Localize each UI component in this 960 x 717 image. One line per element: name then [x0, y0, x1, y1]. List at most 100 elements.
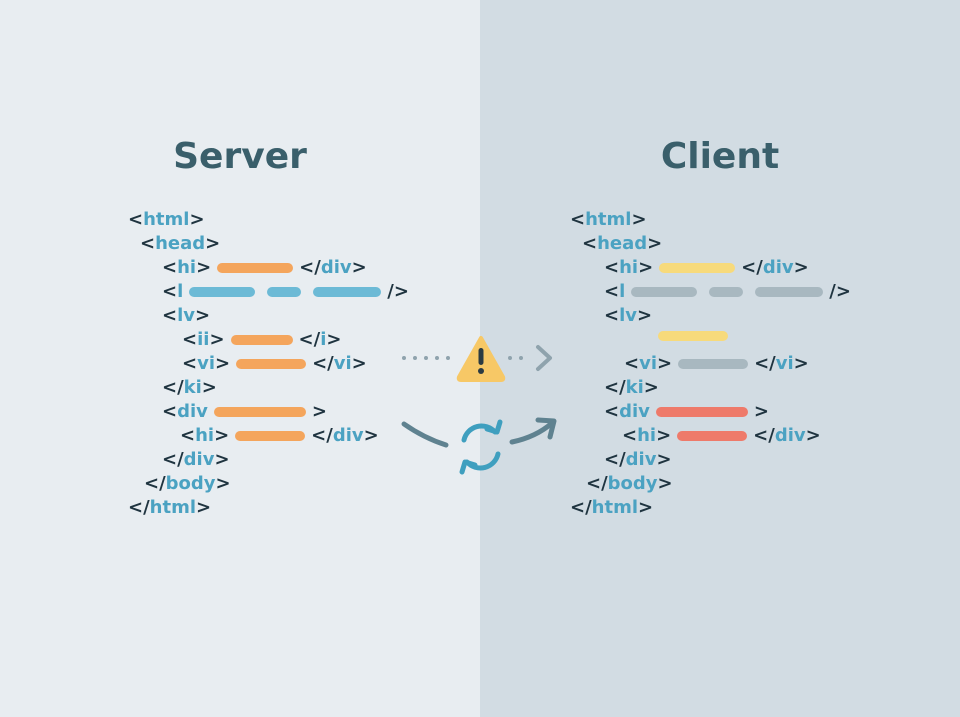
tag-bracket: </	[741, 257, 763, 278]
client-title: Client	[660, 136, 780, 177]
server-code-line: <div>	[162, 400, 327, 424]
tag-bracket: <	[624, 353, 640, 374]
placeholder-bar	[659, 263, 736, 273]
tag-name: div	[332, 425, 364, 446]
tag-bracket: >	[351, 353, 367, 374]
tag-bracket: >	[214, 449, 230, 470]
tag-bracket: >	[214, 425, 230, 446]
tag-name: ki	[183, 377, 202, 398]
placeholder-bar	[655, 407, 748, 417]
tag-name: div	[619, 401, 650, 422]
tag-bracket: <	[622, 425, 638, 446]
client-code-line: <div>	[604, 400, 769, 424]
tag-bracket: <	[162, 257, 178, 278]
tag-bracket: </	[162, 377, 184, 398]
tag-bracket: </	[162, 449, 184, 470]
tag-name: vi	[197, 353, 215, 374]
tag-bracket: </	[604, 377, 626, 398]
client-code-line: <html>	[570, 208, 647, 232]
tag-bracket: >	[196, 497, 212, 518]
tag-name: ki	[625, 377, 644, 398]
tag-bracket: <	[162, 281, 178, 302]
tag-name: i	[320, 329, 327, 350]
tag-bracket: <	[570, 209, 586, 230]
tag-bracket: >	[326, 329, 342, 350]
tag-bracket: <	[604, 257, 620, 278]
server-code-line: </html>	[128, 496, 211, 520]
server-code-line: </div>	[162, 448, 230, 472]
tag-bracket: >	[638, 257, 654, 278]
placeholder-bar	[709, 287, 744, 297]
tag-bracket: <	[128, 209, 144, 230]
client-code-line: <hi></div>	[622, 424, 821, 448]
placeholder-bar	[213, 407, 306, 417]
server-code-line: <l/>	[162, 280, 409, 304]
placeholder-bar	[631, 287, 698, 297]
server-code-line: <ii></i>	[182, 328, 341, 352]
tag-bracket: <	[180, 425, 196, 446]
tag-bracket: >	[201, 377, 217, 398]
tag-name: html	[591, 497, 639, 518]
tag-name: ii	[197, 329, 210, 350]
tag-name: hi	[637, 425, 657, 446]
tag-bracket: <	[140, 233, 156, 254]
tag-name: div	[183, 449, 215, 470]
tag-bracket: </	[586, 473, 608, 494]
server-code-line: <vi></vi>	[182, 352, 367, 376]
tag-bracket: </	[128, 497, 150, 518]
tag-name: head	[597, 233, 648, 254]
client-code-line: </ki>	[604, 376, 659, 400]
tag-bracket: </	[312, 353, 334, 374]
curved-arrow-right	[509, 417, 557, 445]
tag-name: l	[619, 281, 626, 302]
tag-bracket: >	[647, 233, 663, 254]
placeholder-bar	[267, 287, 302, 297]
tag-name: vi	[639, 353, 657, 374]
tag-bracket: <	[162, 305, 178, 326]
client-code-line: <head>	[582, 232, 662, 256]
tag-bracket: <	[582, 233, 598, 254]
tag-name: body	[607, 473, 658, 494]
placeholder-bar	[235, 431, 306, 441]
tag-name: hi	[619, 257, 639, 278]
tag-bracket: <	[604, 305, 620, 326]
tag-name: div	[774, 425, 806, 446]
tag-bracket: >	[631, 209, 647, 230]
tag-name: vi	[333, 353, 352, 374]
tag-bracket: </	[298, 329, 321, 350]
tag-bracket: </	[753, 425, 775, 446]
tag-bracket: >	[351, 257, 367, 278]
placeholder-bar	[236, 359, 307, 369]
tag-bracket: />	[387, 281, 409, 302]
tag-name: body	[165, 473, 216, 494]
tag-name: html	[149, 497, 197, 518]
tag-bracket: >	[189, 209, 205, 230]
tag-bracket: </	[604, 449, 626, 470]
client-code-line: <hi ></div>	[604, 256, 809, 280]
tag-bracket: >	[805, 425, 821, 446]
dotted-arrow	[402, 345, 552, 371]
client-code-line: </html>	[570, 496, 653, 520]
tag-bracket: />	[829, 281, 851, 302]
tag-name: head	[155, 233, 206, 254]
placeholder-bar	[313, 287, 382, 297]
placeholder-bar	[677, 431, 748, 441]
server-code-line: </ki>	[162, 376, 217, 400]
tag-bracket: >	[638, 497, 654, 518]
tag-bracket: >	[656, 425, 672, 446]
tag-bracket: </	[311, 425, 333, 446]
server-code-line: <html>	[128, 208, 205, 232]
tag-bracket: </	[570, 497, 592, 518]
tag-name: html	[585, 209, 632, 230]
tag-bracket: >	[793, 257, 809, 278]
tag-name: div	[625, 449, 657, 470]
client-code-line: <l/>	[604, 280, 851, 304]
client-orphan-bar	[658, 331, 728, 341]
tag-bracket: >	[195, 305, 211, 326]
tag-name: div	[177, 401, 208, 422]
tag-bracket: <	[604, 401, 620, 422]
tag-bracket: >	[209, 329, 225, 350]
tag-bracket: <	[182, 353, 198, 374]
placeholder-bar	[755, 287, 824, 297]
